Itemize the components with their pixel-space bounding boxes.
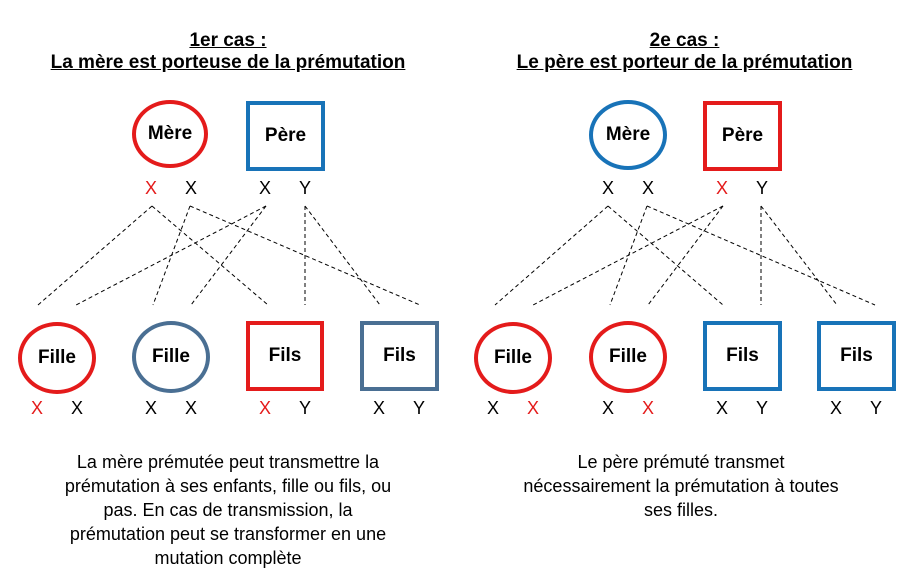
case-2-child-daughter-1: Fille <box>474 322 552 394</box>
case-2-child-4-chromosomes: X Y <box>826 398 886 419</box>
chromosome: X <box>372 398 385 418</box>
case-1-child-2-chromosomes: X X <box>141 398 201 419</box>
case-2-title-line2: Le père est porteur de la prémutation <box>516 52 853 73</box>
chromosome: X <box>641 178 654 198</box>
inheritance-line <box>304 205 381 306</box>
chromosome: X <box>70 398 83 418</box>
case-1-child-4-chromosomes: X Y <box>369 398 429 419</box>
inheritance-line <box>607 205 724 306</box>
case-2-mother-chromosomes: X X <box>598 178 658 199</box>
case-1-mother-node: Mère <box>132 100 208 168</box>
case-1-child-daughter-2: Fille <box>132 321 210 393</box>
chromosome: X <box>526 398 539 418</box>
node-label: Fille <box>151 346 190 367</box>
node-label: Fils <box>840 345 873 366</box>
case-1-title: 1er cas : La mère est porteuse de la pré… <box>0 30 456 74</box>
chromosome: X <box>144 398 157 418</box>
node-label: Mère <box>605 124 651 145</box>
node-label: Fils <box>383 345 416 366</box>
chromosome: Y <box>298 178 311 198</box>
case-1-caption: La mère prémutée peut transmettre la pré… <box>10 450 446 570</box>
chromosome: Y <box>755 178 768 198</box>
inheritance-line <box>37 205 153 306</box>
chromosome: X <box>184 178 197 198</box>
chromosome: X <box>258 398 271 418</box>
caption-line: prémutation à ses enfants, fille ou fils… <box>64 476 392 496</box>
node-label: Père <box>264 125 307 146</box>
chromosome: X <box>715 178 728 198</box>
case-1-title-line2: La mère est porteuse de la prémutation <box>50 52 406 73</box>
chromosome: X <box>715 398 728 418</box>
node-label: Fille <box>37 347 76 368</box>
case-2-child-son-2: Fils <box>817 321 896 391</box>
case-2-father-chromosomes: X Y <box>712 178 772 199</box>
inheritance-line <box>647 205 724 306</box>
case-2-title-line1: 2e cas : <box>649 30 720 51</box>
inheritance-line <box>760 205 838 306</box>
case-1-child-son-2: Fils <box>360 321 439 391</box>
case-1-father-chromosomes: X Y <box>255 178 315 199</box>
case-1-child-son-1: Fils <box>246 321 324 391</box>
caption-line: pas. En cas de transmission, la <box>103 500 353 520</box>
case-1-title-line1: 1er cas : <box>189 30 267 51</box>
chromosome: X <box>601 398 614 418</box>
chromosome: X <box>601 178 614 198</box>
case-2-child-2-chromosomes: X X <box>598 398 658 419</box>
case-1-child-3-chromosomes: X Y <box>255 398 315 419</box>
chromosome: Y <box>412 398 425 418</box>
inheritance-line <box>151 205 269 306</box>
inheritance-line <box>152 205 191 306</box>
inheritance-line <box>494 205 609 306</box>
caption-line: nécessairement la prémutation à toutes <box>523 476 839 496</box>
chromosome: Y <box>869 398 882 418</box>
case-2-child-3-chromosomes: X Y <box>712 398 772 419</box>
node-label: Fille <box>493 347 532 368</box>
caption-line: mutation complète <box>154 548 302 568</box>
case-1-father-node: Père <box>246 101 325 171</box>
caption-line: Le père prémuté transmet <box>577 452 785 472</box>
case-2-mother-node: Mère <box>589 100 667 170</box>
inheritance-line <box>646 205 876 306</box>
case-2-father-node: Père <box>703 101 782 171</box>
node-label: Mère <box>147 123 193 144</box>
case-1-child-daughter-1: Fille <box>18 322 96 394</box>
inheritance-line <box>532 205 724 306</box>
case-2-child-daughter-2: Fille <box>589 321 667 393</box>
case-2-title: 2e cas : Le père est porteur de la prému… <box>456 30 913 74</box>
node-label: Fils <box>726 345 759 366</box>
inheritance-line <box>189 205 421 306</box>
caption-line: ses filles. <box>643 500 719 520</box>
inheritance-line <box>609 205 648 306</box>
case-2-child-son-1: Fils <box>703 321 782 391</box>
chromosome: X <box>184 398 197 418</box>
caption-line: La mère prémutée peut transmettre la <box>76 452 380 472</box>
chromosome: X <box>829 398 842 418</box>
node-label: Père <box>721 125 764 146</box>
case-1-child-1-chromosomes: X X <box>27 398 87 419</box>
case-2-caption: Le père prémuté transmet nécessairement … <box>476 450 886 522</box>
chromosome: X <box>641 398 654 418</box>
chromosome: Y <box>298 398 311 418</box>
case-2-child-1-chromosomes: X X <box>483 398 543 419</box>
chromosome: X <box>144 178 157 198</box>
caption-line: prémutation peut se transformer en une <box>69 524 387 544</box>
chromosome: X <box>258 178 271 198</box>
inheritance-line <box>190 205 267 306</box>
node-label: Fille <box>608 346 647 367</box>
node-label: Fils <box>268 345 302 366</box>
case-1-mother-chromosomes: X X <box>141 178 201 199</box>
chromosome: Y <box>755 398 768 418</box>
chromosome: X <box>30 398 43 418</box>
chromosome: X <box>486 398 499 418</box>
inheritance-line <box>75 205 267 306</box>
